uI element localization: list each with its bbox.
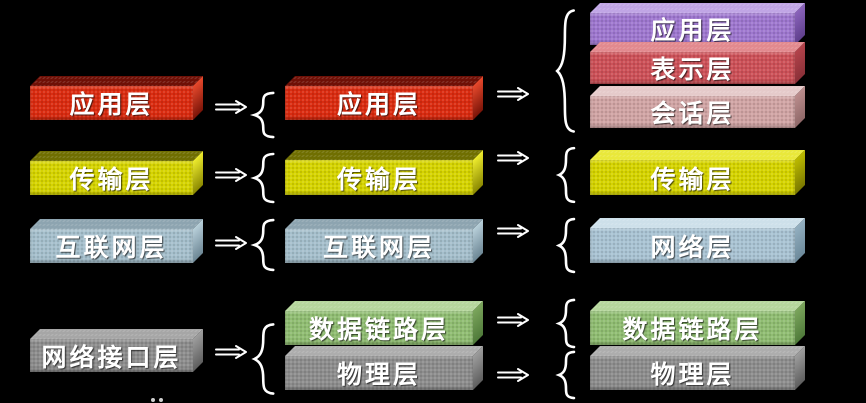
osi-session-label: 会话层 [590,96,795,128]
grouping-brace [557,299,577,348]
box-side-face [193,151,203,195]
box-side-face [473,76,483,120]
grouping-brace-osi-top3 [555,8,577,134]
box-side-face [473,219,483,263]
grouping-brace [557,351,577,399]
tcp5-physical-label: 物理层 [285,356,473,390]
box-side-face [473,150,483,195]
box-side-face [473,301,483,345]
tcp5-transport-label: 传输层 [285,160,473,195]
tcp4-network-interface-label: 网络接口层 [30,339,193,372]
box-side-face [473,346,483,390]
grouping-brace [252,92,277,138]
maps-to-arrow [215,345,247,359]
maps-to-arrow [497,151,529,165]
osi-presentation-label: 表示层 [590,52,795,84]
tcp4-application-label: 应用层 [30,86,193,120]
box-top-face [285,150,483,160]
maps-to-arrow [497,224,529,238]
box-top-face [590,218,805,228]
osi-application-label: 应用层 [590,13,795,45]
box-side-face [193,76,203,120]
tcp4-internet-label: 互联网层 [30,229,193,263]
grouping-brace [252,153,277,203]
maps-to-arrow [497,87,529,101]
tcp5-internet-label: 互联网层 [285,229,473,263]
box-side-face [795,218,805,263]
tcp4-transport-label: 传输层 [30,161,193,195]
grouping-brace [252,219,277,271]
maps-to-arrow [215,236,247,250]
cutoff-artifact-dot [159,398,163,402]
cutoff-artifact-dot [151,398,155,402]
grouping-brace [557,218,577,273]
grouping-brace [252,323,277,395]
maps-to-arrow [497,313,529,327]
maps-to-arrow [497,368,529,382]
box-side-face [795,150,805,195]
maps-to-arrow [215,100,247,114]
osi-physical-label: 物理层 [590,356,795,390]
grouping-brace [557,147,577,203]
tcp5-application-label: 应用层 [285,86,473,120]
osi-transport-label: 传输层 [590,160,795,195]
osi-network-label: 网络层 [590,228,795,263]
tcp5-datalink-label: 数据链路层 [285,311,473,345]
box-side-face [795,346,805,390]
osi-datalink-label: 数据链路层 [590,311,795,345]
maps-to-arrow [215,168,247,182]
box-top-face [590,150,805,160]
box-side-face [795,301,805,345]
box-side-face [193,219,203,263]
